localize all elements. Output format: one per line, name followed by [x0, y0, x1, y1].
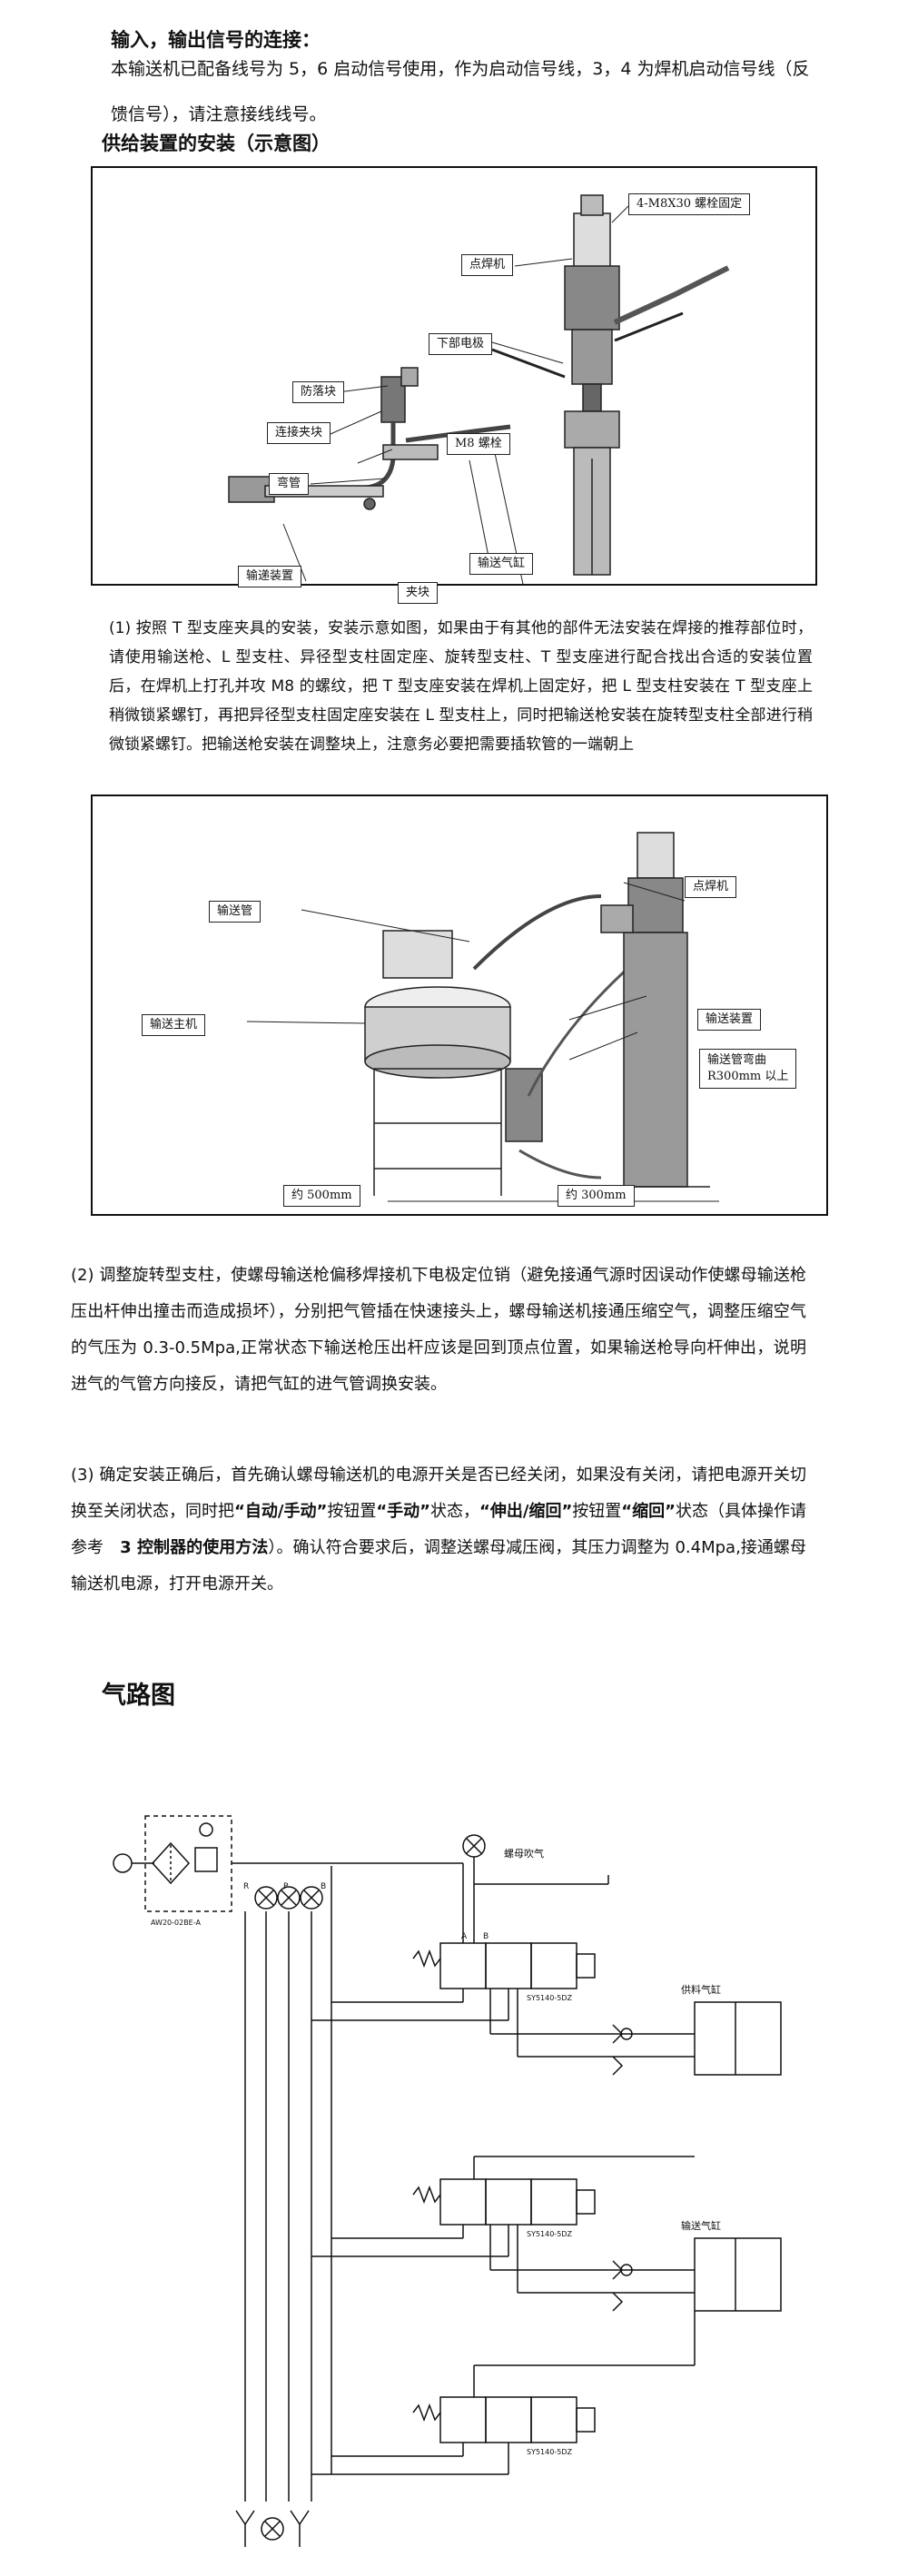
- label-anti-drop: 防落块: [292, 381, 345, 403]
- label-blow: 螺母吹气: [504, 1847, 544, 1860]
- label-valve-1: SY5140-5DZ: [527, 1994, 572, 2002]
- system-layout-drawing: [246, 832, 719, 1202]
- label-lower-electrode: 下部电极: [429, 333, 493, 355]
- label-spot-welder: 点焊机: [461, 254, 514, 276]
- label-feed-cylinder-2: 输送气缸: [681, 2219, 721, 2232]
- io-line-1: 本输送机已配备线号为 5，6 启动信号使用，作为启动信号线，3，4 为焊机启动信…: [111, 59, 810, 79]
- step-3-quote-3: “伸出/缩回”: [479, 1502, 573, 1521]
- label-about-500: 约 500mm: [283, 1185, 360, 1207]
- step-1-text: (1) 按照 T 型支座夹具的安装，安装示意如图，如果由于有其他的部件无法安装在…: [109, 619, 813, 754]
- figure-feeder-install: 点焊机 4-M8X30 螺栓固定 下部电极 防落块 连接夹块 M8 螺栓 弯管 …: [91, 166, 817, 604]
- step-3-quote-2: “手动”: [376, 1502, 430, 1521]
- port-b-top: B: [321, 1882, 326, 1891]
- port-r: R: [243, 1882, 249, 1891]
- figure-system-layout: 输送管 点焊机 输送主机 输送装置 输送管弯曲 R300mm 以上 约 500m…: [91, 795, 828, 1216]
- label-bend-note: 输送管弯曲 R300mm 以上: [699, 1049, 797, 1089]
- step-3-part-5: 状态（具体操作请参考: [71, 1502, 806, 1557]
- io-line-2: 馈信号），请注意接线线号。: [111, 104, 327, 124]
- step-3-part-2: 按钮置: [327, 1502, 377, 1521]
- step-3-part-4: 按钮置: [572, 1502, 622, 1521]
- step-3-part-1: (3) 确定安装正确后，首先确认螺母输送机的电源开关是否已经关闭，如果没有关闭，…: [71, 1466, 806, 1521]
- port-b-1: B: [483, 1932, 489, 1941]
- label-m8-bolt: M8 螺栓: [447, 433, 510, 455]
- label-about-300: 约 300mm: [558, 1185, 635, 1207]
- feeder-install-drawing: [228, 194, 730, 589]
- label-frl: AW20-02BE-A: [151, 1919, 201, 1927]
- label-elbow: 弯管: [269, 473, 310, 495]
- label-feed-tube: 输送管: [209, 901, 262, 923]
- pneumatic-title: 气路图: [102, 1682, 175, 1710]
- label-feed-cylinder: 输送气缸: [469, 553, 534, 575]
- pneumatic-diagram: 螺母吹气 供料气缸 输送气缸 AW20-02BE-A SY5140-5DZ SY…: [113, 1815, 782, 2547]
- io-heading: 输入，输出信号的连接：: [111, 29, 321, 51]
- port-p: P: [283, 1882, 289, 1891]
- label-valve-3: SY5140-5DZ: [527, 2448, 572, 2456]
- label-feed-host: 输送主机: [142, 1014, 206, 1036]
- step-3-part-3: 状态，: [430, 1502, 480, 1521]
- label-feed-device: 输送装置: [697, 1009, 762, 1031]
- label-supply-cylinder: 供料气缸: [681, 1983, 721, 1996]
- label-connect-clamp: 连接夹块: [267, 422, 331, 444]
- step-3-quote-4: “缩回”: [621, 1502, 676, 1521]
- label-valve-2: SY5140-5DZ: [527, 2230, 572, 2238]
- supply-heading: 供给装置的安装（示意图）: [102, 133, 331, 154]
- label-clamp: 夹块: [398, 582, 439, 604]
- label-feeder: 输递装置: [238, 566, 302, 587]
- step-3-part-6: ）。确认符合要求后，调整送螺母减压阀，其压力调整为 0.4Mpa,接通螺母输送机…: [71, 1538, 806, 1594]
- step-3-quote-1: “自动/手动”: [234, 1502, 328, 1521]
- step-3-quote-5: 3 控制器的使用方法: [120, 1538, 269, 1557]
- port-a-1: A: [461, 1932, 468, 1941]
- step-3-text: (3) 确定安装正确后，首先确认螺母输送机的电源开关是否已经关闭，如果没有关闭，…: [71, 1457, 806, 1603]
- label-bolt: 4-M8X30 螺栓固定: [628, 193, 751, 215]
- bend-note-line-1: 输送管弯曲: [707, 1053, 767, 1067]
- label-spot-welder-2: 点焊机: [685, 876, 737, 898]
- bend-note-line-2: R300mm 以上: [707, 1070, 789, 1083]
- step-2-text: (2) 调整旋转型支柱，使螺母输送枪偏移焊接机下电极定位销（避免接通气源时因误动…: [71, 1266, 806, 1394]
